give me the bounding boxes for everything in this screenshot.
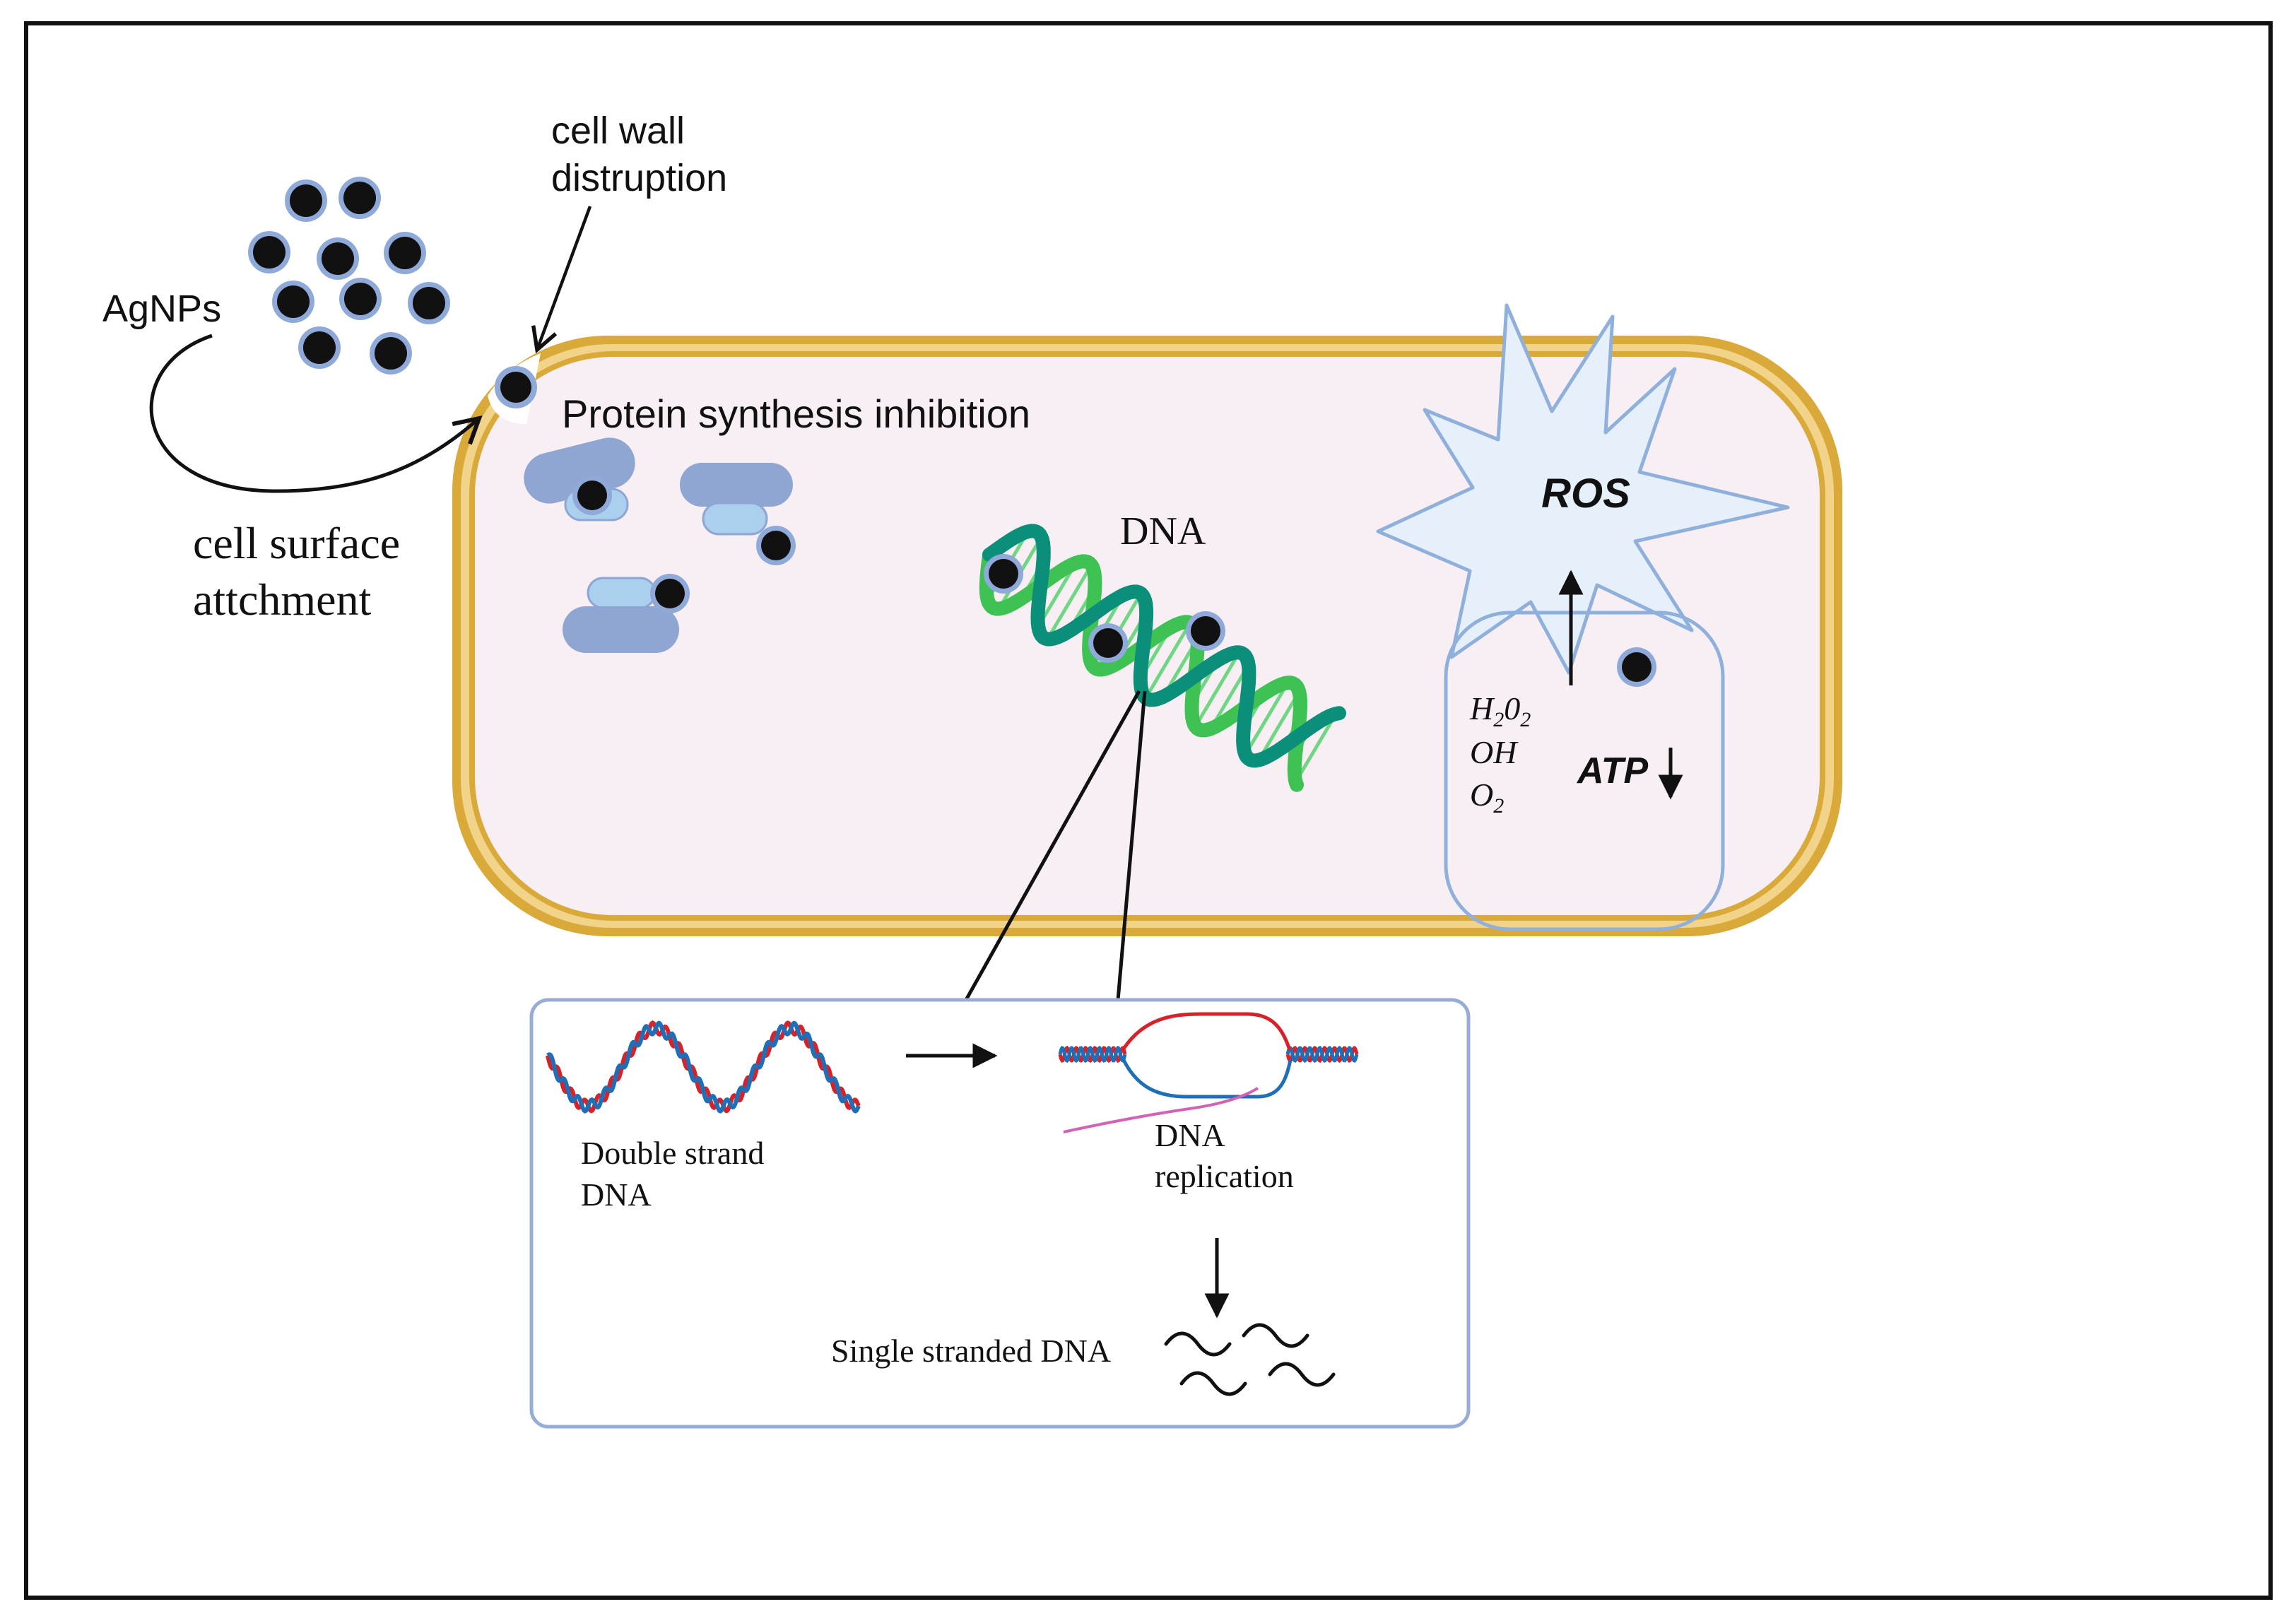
cell-wall-label-line2: distruption (551, 157, 727, 199)
nanoparticle-dna-2 (1088, 623, 1128, 663)
single-stranded-label: Single stranded DNA (831, 1333, 1111, 1369)
nanoparticle-wall (495, 366, 537, 408)
agnps-label: AgNPs (102, 288, 221, 330)
replication-label-line1: DNA (1155, 1117, 1225, 1153)
ribosome-2 (680, 463, 796, 565)
cell-wall-label-line1: cell wall (551, 110, 685, 152)
protein-synthesis-label: Protein synthesis inhibition (562, 391, 1030, 436)
oxidative-stress-panel (1444, 611, 1725, 931)
zoom-line-right (1116, 690, 1147, 1001)
nanoparticle (298, 326, 341, 369)
ribosome-1 (524, 437, 635, 521)
nanoparticle-dna-1 (984, 554, 1023, 594)
cell-wall-arrow (531, 206, 592, 354)
o2-label: O2 (1470, 777, 1504, 818)
ros-label: ROS (1541, 471, 1630, 517)
double-strand-label-line1: Double strand (581, 1135, 764, 1171)
dna-damage-panel (529, 998, 1471, 1429)
nanoparticle-ros (1617, 647, 1656, 687)
dna-replication-fork (1058, 1012, 1359, 1133)
surface-label-line2: attchment (193, 574, 372, 625)
nanoparticle (384, 232, 426, 274)
attachment-arrow (149, 334, 483, 493)
single-stranded-dna (1164, 1323, 1336, 1396)
zoom-line-left (964, 690, 1141, 1001)
atp-label: ATP (1576, 750, 1648, 791)
double-strand-dna (546, 1020, 861, 1114)
dna-helix (979, 524, 1346, 792)
ros-burst: ROS (1376, 303, 1790, 675)
nanoparticle (272, 281, 314, 323)
replication-label-line2: replication (1155, 1158, 1294, 1194)
nanoparticle (338, 177, 381, 219)
dna-label: DNA (1120, 509, 1206, 553)
nanoparticle (285, 179, 327, 222)
oh-label: OH (1470, 734, 1519, 770)
ribosome-3 (563, 574, 690, 653)
nanoparticle-dna-3 (1186, 611, 1225, 651)
nanoparticle (408, 282, 450, 324)
nanoparticle (317, 237, 359, 280)
h2o2-label: H202 (1469, 690, 1531, 731)
nanoparticle (339, 278, 382, 320)
surface-label-line1: cell surface (193, 518, 400, 568)
agnps-cluster (248, 177, 450, 375)
double-strand-label-line2: DNA (581, 1177, 652, 1213)
nanoparticle (248, 231, 290, 273)
nanoparticle (370, 332, 412, 375)
